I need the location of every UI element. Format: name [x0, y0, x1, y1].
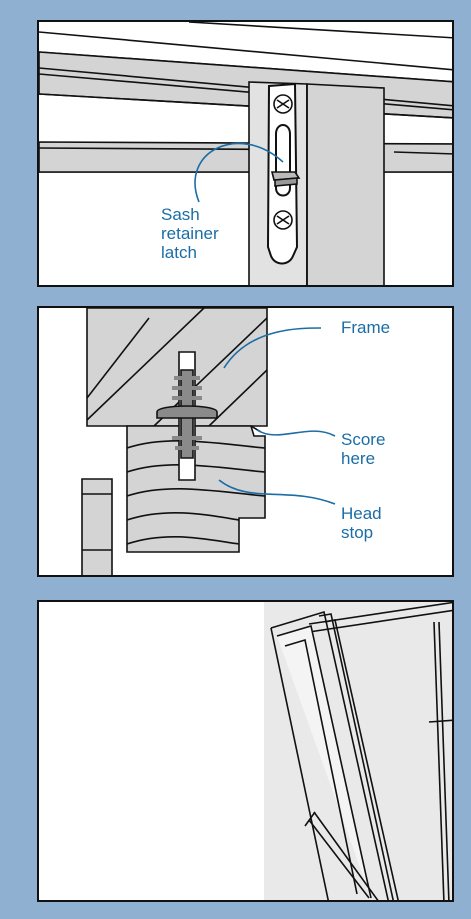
sash-tilt-illustration	[39, 602, 454, 902]
callout-line: stop	[341, 523, 382, 542]
callout-line: Score	[341, 430, 385, 449]
callout-line: here	[341, 449, 385, 468]
callout-head-stop: Head stop	[341, 504, 382, 542]
callout-line: Frame	[341, 318, 390, 337]
panel-sash-retainer-latch: Sash retainer latch	[37, 20, 454, 287]
panel-head-stop-section: Frame Score here Head stop	[37, 306, 454, 577]
callout-line: Sash	[161, 205, 219, 224]
callout-line: retainer	[161, 224, 219, 243]
callout-score-here: Score here	[341, 430, 385, 468]
callout-frame: Frame	[341, 318, 390, 337]
callout-line: Head	[341, 504, 382, 523]
latch-illustration	[39, 22, 454, 287]
callout-line: latch	[161, 243, 219, 262]
panel-tilted-sash	[37, 600, 454, 902]
callout-sash-retainer-latch: Sash retainer latch	[161, 205, 219, 262]
section-illustration	[39, 308, 454, 577]
